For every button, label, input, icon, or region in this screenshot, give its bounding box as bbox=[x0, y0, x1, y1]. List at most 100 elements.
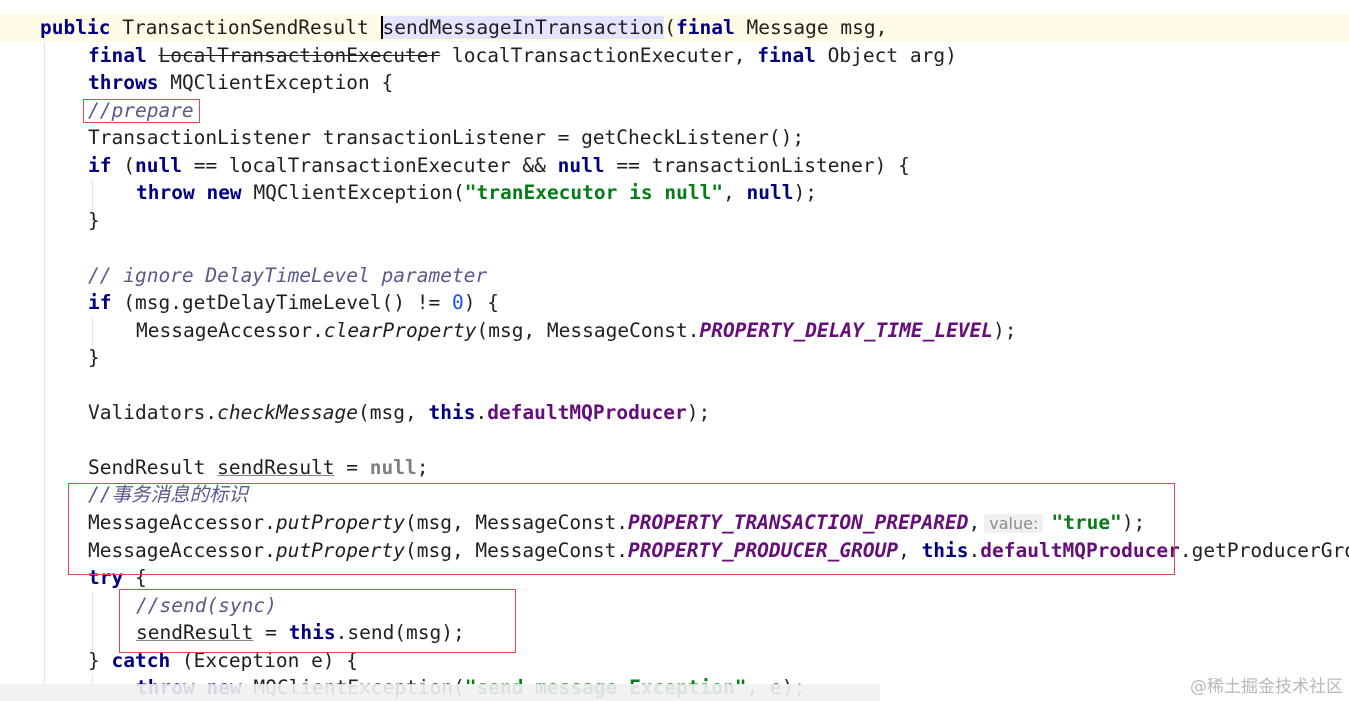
keyword: new bbox=[206, 181, 242, 204]
code-line[interactable]: if (null == localTransactionExecuter && … bbox=[0, 152, 1349, 180]
code-text: ); bbox=[1121, 511, 1146, 534]
keyword: final bbox=[676, 16, 735, 39]
code-text: (msg, MessageConst. bbox=[404, 511, 629, 534]
code-line[interactable]: MessageAccessor.putProperty(msg, Message… bbox=[0, 537, 1349, 565]
code-text: ); bbox=[993, 319, 1017, 342]
code-line[interactable]: SendResult sendResult = null; bbox=[0, 454, 1349, 482]
code-text: (Exception e) { bbox=[170, 649, 359, 672]
code-text: { bbox=[123, 566, 147, 589]
code-line[interactable]: throw new MQClientException("tranExecuto… bbox=[0, 179, 1349, 207]
type-name: TransactionSendResult bbox=[122, 16, 369, 39]
indent-guide bbox=[92, 318, 93, 360]
code-text: ); bbox=[686, 401, 711, 424]
code-line[interactable]: } bbox=[0, 207, 1349, 235]
code-text: (msg, MessageConst. bbox=[476, 319, 700, 342]
code-text: ( bbox=[123, 154, 135, 177]
code-text: , bbox=[968, 511, 981, 534]
static-method: checkMessage bbox=[217, 401, 359, 424]
code-line[interactable]: throws MQClientException { bbox=[0, 69, 1349, 97]
code-text: MessageAccessor. bbox=[88, 511, 276, 534]
code-line[interactable]: // ignore DelayTimeLevel parameter bbox=[0, 262, 1349, 290]
code-text: MessageAccessor. bbox=[136, 319, 324, 342]
code-text: . bbox=[968, 539, 981, 562]
code-text: ); bbox=[793, 181, 817, 204]
code-line[interactable]: sendResult = this.send(msg); bbox=[0, 619, 1349, 647]
code-line[interactable]: final LocalTransactionExecuter localTran… bbox=[0, 42, 1349, 70]
code-text: Validators. bbox=[88, 401, 218, 424]
code-text: = bbox=[253, 621, 289, 644]
keyword: catch bbox=[111, 649, 171, 672]
code-text: MessageAccessor. bbox=[88, 539, 276, 562]
code-line[interactable]: public TransactionSendResult sendMessage… bbox=[0, 14, 1349, 42]
code-line[interactable]: Validators.checkMessage(msg, this.defaul… bbox=[0, 399, 1349, 427]
keyword: null bbox=[557, 154, 605, 177]
static-method: putProperty bbox=[275, 539, 405, 562]
static-method: clearProperty bbox=[323, 319, 477, 342]
keyword: public bbox=[40, 16, 111, 39]
keyword: null bbox=[369, 456, 417, 479]
code-text: ) { bbox=[463, 291, 499, 314]
code-text: , bbox=[723, 181, 747, 204]
code-text: Message msg, bbox=[746, 16, 888, 39]
code-text: == transactionListener) { bbox=[616, 154, 910, 177]
code-text: (msg.getDelayTimeLevel() != bbox=[123, 291, 452, 314]
watermark: @稀土掘金技术社区 bbox=[1190, 677, 1343, 697]
keyword: throws bbox=[88, 71, 159, 94]
code-text: . bbox=[475, 401, 488, 424]
code-text: Object arg) bbox=[827, 44, 957, 67]
keyword: if bbox=[88, 154, 112, 177]
deprecated-type: LocalTransactionExecuter bbox=[158, 44, 441, 67]
code-text: MQClientException { bbox=[170, 71, 394, 94]
code-line[interactable]: //事务消息的标识 bbox=[0, 481, 1349, 509]
code-line[interactable]: //prepare bbox=[0, 97, 1349, 125]
keyword: final bbox=[88, 44, 147, 67]
code-line[interactable]: } bbox=[0, 344, 1349, 372]
variable: sendResult bbox=[217, 456, 335, 479]
comment: // ignore DelayTimeLevel parameter bbox=[88, 264, 488, 287]
string-literal: "tranExecutor is null" bbox=[464, 181, 724, 204]
keyword: this bbox=[428, 401, 476, 424]
code-text: } bbox=[88, 346, 100, 369]
indent-guide bbox=[92, 592, 93, 652]
code-text: = bbox=[334, 456, 370, 479]
variable: sendResult bbox=[136, 621, 254, 644]
keyword: if bbox=[88, 291, 112, 314]
static-method: putProperty bbox=[275, 511, 405, 534]
keyword: null bbox=[746, 181, 794, 204]
field-name: defaultMQProducer bbox=[980, 539, 1180, 562]
indent-guide bbox=[44, 42, 45, 701]
code-text: (msg, bbox=[358, 401, 429, 424]
code-line[interactable]: if (msg.getDelayTimeLevel() != 0) { bbox=[0, 289, 1349, 317]
code-text: } bbox=[88, 649, 112, 672]
annotation-box-send bbox=[119, 589, 516, 653]
code-text: localTransactionExecuter, bbox=[451, 44, 746, 67]
code-text: == localTransactionExecuter && bbox=[193, 154, 558, 177]
field-name: defaultMQProducer bbox=[487, 401, 687, 424]
indent-guide bbox=[92, 180, 93, 222]
code-line[interactable]: MessageAccessor.putProperty(msg, Message… bbox=[0, 509, 1349, 537]
keyword: this bbox=[921, 539, 969, 562]
code-text: ; bbox=[416, 456, 429, 479]
code-line[interactable]: try { bbox=[0, 564, 1349, 592]
code-line[interactable]: //send(sync) bbox=[0, 592, 1349, 620]
code-text: } bbox=[88, 209, 100, 232]
keyword: throw bbox=[136, 181, 195, 204]
code-line[interactable]: MessageAccessor.clearProperty(msg, Messa… bbox=[0, 317, 1349, 345]
code-text: MQClientException( bbox=[253, 181, 465, 204]
code-line[interactable]: TransactionListener transactionListener … bbox=[0, 124, 1349, 152]
annotation-box-prepare bbox=[83, 99, 200, 123]
code-text: (msg, MessageConst. bbox=[404, 539, 629, 562]
code-text: SendResult bbox=[88, 456, 218, 479]
keyword: try bbox=[88, 566, 124, 589]
static-constant: PROPERTY_PRODUCER_GROUP bbox=[628, 539, 899, 562]
number-literal: 0 bbox=[451, 291, 464, 314]
annotation-box-transaction-flag bbox=[68, 483, 1175, 575]
code-text: , bbox=[898, 539, 922, 562]
code-line[interactable]: } catch (Exception e) { bbox=[0, 647, 1349, 675]
horizontal-scrollbar[interactable] bbox=[0, 684, 880, 701]
comment: //事务消息的标识 bbox=[88, 483, 248, 506]
keyword: null bbox=[134, 154, 182, 177]
code-text: .send(msg); bbox=[335, 621, 465, 644]
code-text: .getProducerGroup()); bbox=[1179, 539, 1349, 562]
